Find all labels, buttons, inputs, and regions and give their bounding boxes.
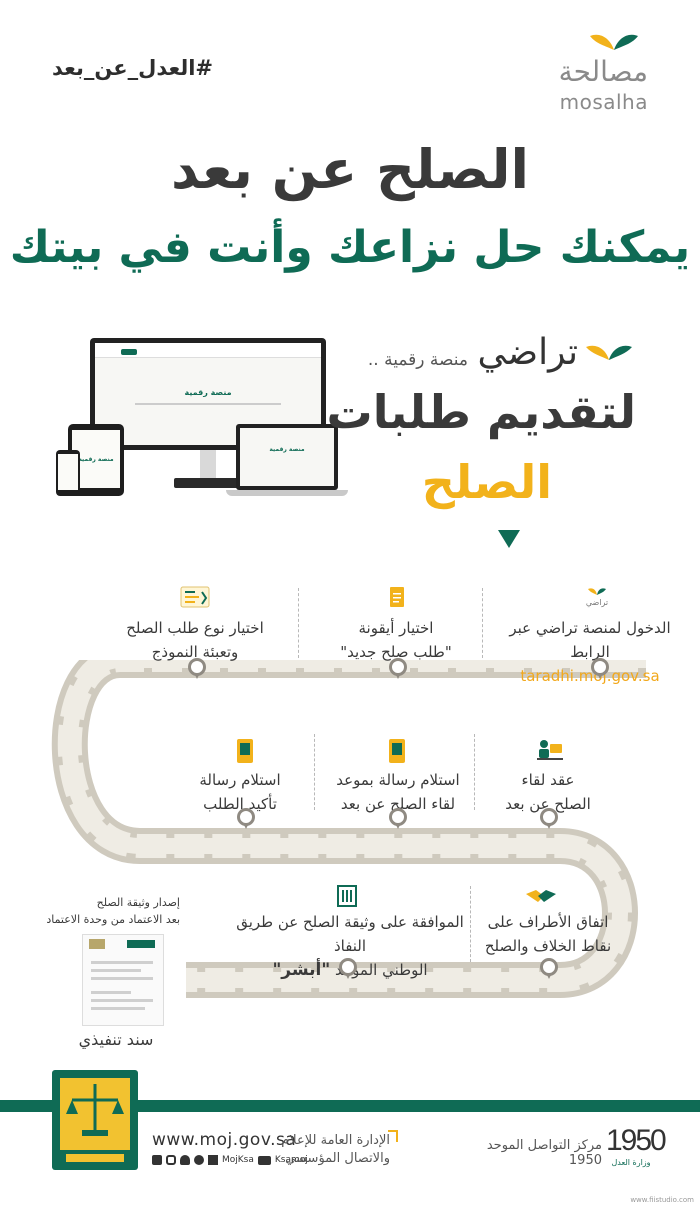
platform-purpose: لتقديم طلبات bbox=[326, 385, 636, 439]
logo-arabic: مصالحة bbox=[558, 55, 648, 88]
step-4-pin bbox=[540, 808, 558, 829]
desktop-monitor: منصة رقمية bbox=[90, 338, 326, 450]
ministry-label: وزارة العدل bbox=[611, 1158, 651, 1167]
step-1-text: الدخول لمنصة تراضي عبر الرابط taradhi.mo… bbox=[490, 616, 690, 688]
step-6-pin bbox=[237, 808, 255, 829]
step-divider bbox=[470, 886, 471, 962]
phone-confirmation-icon bbox=[236, 738, 254, 764]
handshake-icon bbox=[524, 886, 558, 906]
step-8-pin bbox=[339, 958, 357, 979]
media-department: الإدارة العامة للإعلام والاتصال المؤسسي bbox=[281, 1133, 390, 1166]
devices-illustration: منصة رقمية منصة رقمية منصة رقمية bbox=[54, 338, 348, 503]
phone-message-icon bbox=[388, 738, 406, 764]
step-9-text: إصدار وثيقة الصلح بعد الاعتماد من وحدة ا… bbox=[46, 896, 180, 926]
step-2-pin bbox=[389, 658, 407, 679]
headline-title: الصلح عن بعد bbox=[171, 138, 529, 201]
youtube-icon[interactable] bbox=[257, 1155, 271, 1165]
step-2-text: اختيار أيقونة "طلب صلح جديد" bbox=[340, 619, 452, 661]
step-3-pin bbox=[188, 658, 206, 679]
step-5-pin bbox=[389, 808, 407, 829]
step-4-text: عقد لقاء الصلح عن بعد bbox=[505, 771, 591, 813]
step-divider bbox=[482, 588, 483, 658]
step-7-pin bbox=[540, 958, 558, 979]
contact-center: مركز التواصل الموحد 1950 bbox=[486, 1138, 602, 1168]
whatsapp-icon[interactable] bbox=[194, 1155, 204, 1165]
ministry-emblem-icon bbox=[52, 1070, 138, 1170]
bracket-icon bbox=[388, 1130, 398, 1142]
enforceable-deed-caption: سند تنفيذي bbox=[78, 1030, 154, 1049]
unified-number: 1950 bbox=[606, 1124, 667, 1157]
roadmap-track bbox=[51, 660, 646, 998]
step-8-text: الموافقة على وثيقة الصلح عن طريق النفاذ … bbox=[236, 913, 464, 980]
document-icon bbox=[386, 586, 408, 608]
down-arrow-icon bbox=[498, 530, 520, 548]
laptop-screen-heading: منصة رقمية bbox=[269, 446, 305, 453]
step-1-icon bbox=[582, 585, 612, 609]
website-link[interactable]: www.moj.gov.sa bbox=[152, 1130, 297, 1150]
step-divider bbox=[314, 734, 315, 810]
laptop-device: منصة رقمية bbox=[236, 424, 338, 490]
social-icons: MojKsa Ksamoj bbox=[152, 1154, 308, 1166]
headline-subtitle: يمكنك حل نزاعك وأنت في بيتك bbox=[9, 222, 691, 273]
meeting-icon bbox=[534, 738, 564, 762]
step-3-text: اختيار نوع طلب الصلح وتعبئة النموذج bbox=[126, 619, 264, 661]
settlement-document-preview bbox=[82, 934, 164, 1026]
footer-band bbox=[0, 1100, 700, 1112]
tablet-screen-heading: منصة رقمية bbox=[78, 456, 114, 463]
step-6-text: استلام رسالة تأكيد الطلب bbox=[199, 771, 281, 813]
snapchat-icon[interactable] bbox=[180, 1155, 190, 1165]
platform-name: تراضي bbox=[477, 332, 578, 373]
phone-device bbox=[56, 450, 80, 496]
mosalha-logo-mark-icon bbox=[588, 32, 640, 54]
step-divider bbox=[474, 734, 475, 810]
social-handle-2: Ksamoj bbox=[274, 1155, 308, 1165]
step-divider bbox=[298, 588, 299, 658]
absher-icon bbox=[336, 884, 358, 908]
twitter-icon[interactable] bbox=[152, 1155, 162, 1165]
step-5-text: استلام رسالة بموعد لقاء الصلح عن بعد bbox=[336, 771, 460, 813]
logo-english: mosalha bbox=[559, 90, 648, 114]
step-1-pin bbox=[591, 658, 609, 679]
hashtag: #العدل_عن_بعد bbox=[52, 56, 213, 80]
instagram-icon[interactable] bbox=[166, 1155, 176, 1165]
social-handle-1: MojKsa bbox=[222, 1155, 254, 1165]
linkedin-icon[interactable] bbox=[208, 1155, 218, 1165]
platform-purpose-highlight: الصلح bbox=[421, 455, 552, 509]
platform-subtitle: منصة رقمية .. bbox=[367, 350, 468, 370]
form-icon bbox=[180, 586, 210, 608]
monitor-screen-heading: منصة رقمية bbox=[184, 388, 232, 397]
taradhi-mark-icon bbox=[584, 343, 634, 363]
step-7-text: اتفاق الأطراف على نقاط الخلاف والصلح bbox=[484, 913, 612, 955]
taradhi-link[interactable]: taradhi.moj.gov.sa bbox=[520, 667, 660, 685]
step-1-logo-label: تراضي bbox=[585, 598, 609, 607]
designer-credit: www.fiistudio.com bbox=[630, 1196, 694, 1204]
unified-number-logo: 1950 وزارة العدل bbox=[606, 1124, 678, 1184]
